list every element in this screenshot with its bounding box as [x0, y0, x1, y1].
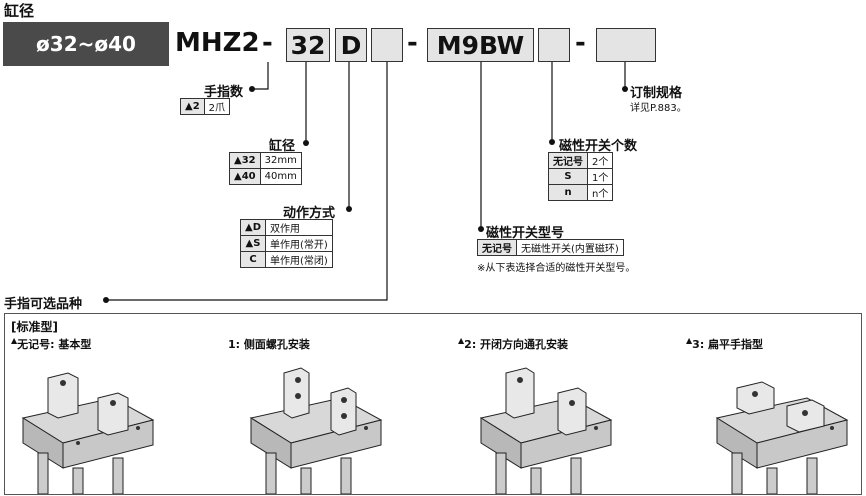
finger-count-key: ▲2 [180, 98, 205, 115]
action-code-box[interactable]: D [335, 28, 367, 62]
gripper-side-tap-illustration [249, 367, 383, 494]
gripper-through-hole-illustration [479, 367, 613, 494]
gripper-basic-illustration [21, 372, 155, 494]
switch-code-box[interactable]: M9BW [427, 28, 534, 62]
finger-type-through-hole: ▲2: 开闭方向通孔安装 [458, 336, 568, 352]
custom-code-box[interactable] [596, 28, 656, 62]
gripper-flat-finger-illustration [715, 381, 849, 494]
bore-key: ▲40 [229, 168, 261, 185]
bore-size-label: 缸径 [269, 139, 296, 154]
bore-size-table: ▲32 32mm ▲40 40mm [229, 152, 302, 185]
action-value: 单作用(常开) [265, 235, 333, 252]
option-code-box[interactable] [371, 28, 403, 62]
switch-count-value: 1个 [586, 168, 614, 185]
action-label: 动作方式 [283, 206, 336, 221]
connector-dot [622, 86, 628, 92]
finger-type-code: 无记号 [17, 338, 51, 351]
finger-count-table: ▲2 2爪 [180, 98, 231, 115]
switch-model-value: 无磁性开关(内置磁环) [516, 239, 624, 256]
finger-type-basic: ▲无记号: 基本型 [11, 336, 91, 352]
action-table: ▲D 双作用 ▲S 单作用(常开) C 单作用(常闭) [240, 219, 333, 268]
switch-count-table: 无记号 2个 S 1个 n n个 [548, 152, 614, 201]
finger-type-name: : 基本型 [50, 338, 92, 351]
finger-count-label: 手指数 [204, 85, 244, 100]
bore-code-box[interactable]: 32 [286, 28, 330, 62]
switch-count-key: 无记号 [548, 152, 588, 169]
finger-type-code: 2 [464, 338, 472, 351]
finger-type-name: : 开闭方向通孔安装 [471, 338, 569, 351]
action-value: 单作用(常闭) [265, 251, 333, 268]
page-title: 缸径 [4, 2, 35, 20]
action-key: ▲D [240, 219, 266, 236]
recommended-mark-icon: ▲ [11, 336, 18, 345]
bore-value: 40mm [259, 168, 302, 185]
connector-dot [549, 139, 555, 145]
connector-dot [478, 226, 484, 232]
switch-count-value: n个 [586, 184, 614, 201]
switch-count-key: n [548, 184, 588, 201]
connector-dot [346, 206, 352, 212]
switch-count-key: S [548, 168, 588, 185]
bore-value: 32mm [259, 152, 302, 169]
switch-count-box[interactable] [538, 28, 570, 62]
switch-model-key: 无记号 [477, 239, 517, 256]
model-dash-2: - [407, 28, 418, 58]
recommended-mark-icon: ▲ [686, 336, 693, 345]
model-dash-3: - [575, 28, 586, 58]
action-key: C [240, 251, 266, 268]
action-value: 双作用 [265, 219, 333, 236]
model-dash-1: - [262, 28, 273, 58]
finger-count-value: 2爪 [203, 98, 231, 115]
switch-model-note: ※从下表选择合适的磁性开关型号。 [477, 263, 636, 274]
finger-type-code: 3 [692, 338, 700, 351]
finger-type-name: : 侧面螺孔安装 [235, 338, 310, 351]
standard-type-label: [标准型] [11, 320, 58, 334]
connector-dot [303, 140, 309, 146]
switch-count-label: 磁性开关个数 [559, 139, 638, 154]
switch-count-value: 2个 [586, 152, 614, 169]
switch-model-label: 磁性开关型号 [486, 226, 565, 241]
finger-options-panel [4, 313, 862, 495]
finger-options-label: 手指可选品种 [4, 297, 83, 312]
model-prefix: MHZ2 [175, 28, 260, 58]
finger-type-side-tap: 1: 侧面螺孔安装 [228, 336, 310, 352]
bore-range-badge: ø32~ø40 [3, 22, 169, 66]
recommended-mark-icon: ▲ [458, 336, 465, 345]
connector-dot [103, 297, 109, 303]
finger-type-code: 1 [228, 338, 236, 351]
connector-dot [249, 86, 255, 92]
action-key: ▲S [240, 235, 266, 252]
custom-spec-note: 详见P.883。 [630, 103, 687, 114]
finger-type-flat: ▲3: 扁平手指型 [686, 336, 763, 352]
custom-spec-label: 订制规格 [630, 86, 683, 101]
bore-key: ▲32 [229, 152, 261, 169]
finger-type-name: : 扁平手指型 [699, 338, 764, 351]
switch-model-table: 无记号 无磁性开关(内置磁环) [477, 239, 624, 256]
